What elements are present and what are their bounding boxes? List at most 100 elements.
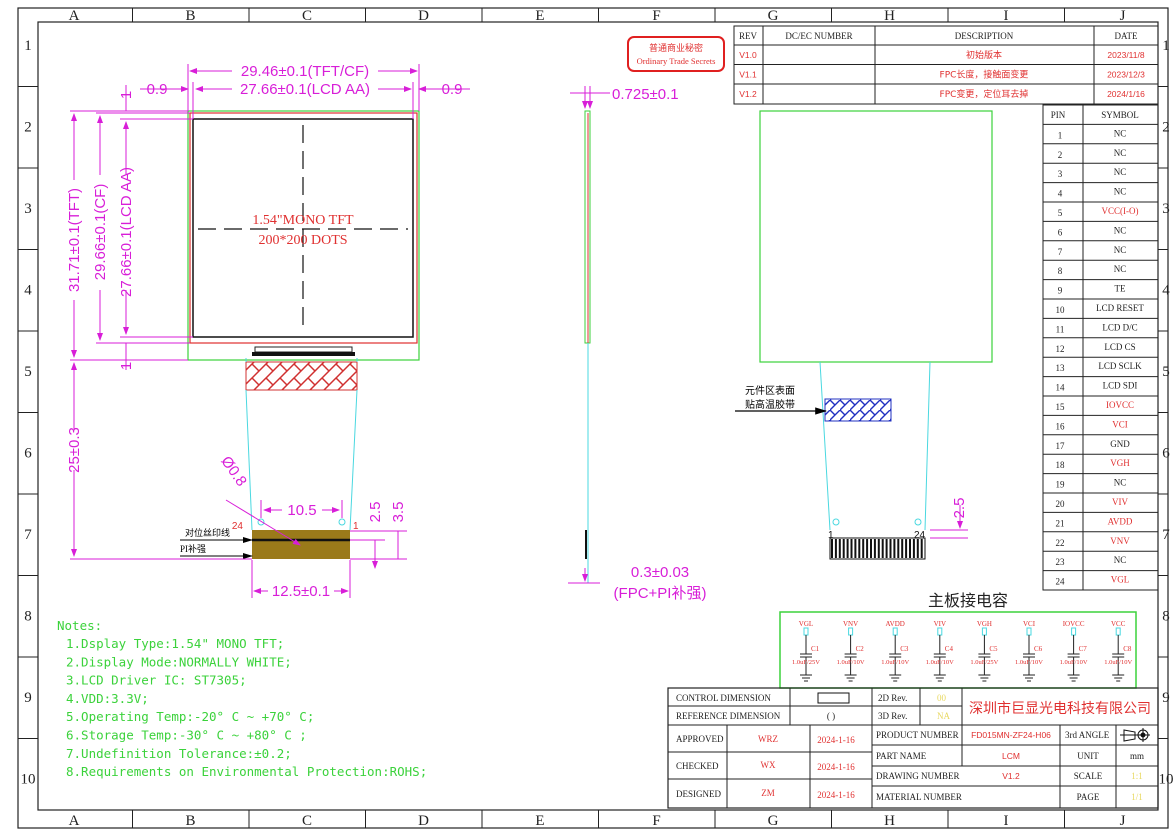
grid-row-label-left: 5 (24, 364, 32, 380)
dim-height-cf: 29.66±0.1(CF) (92, 184, 109, 281)
pin-symbol: NC (1114, 555, 1127, 565)
rev3d-label: 3D Rev. (878, 711, 907, 721)
tape-label-line1: 元件区表面 (745, 384, 795, 397)
revision-rev: V1.0 (739, 50, 757, 60)
dim-width-aa: 27.66±0.1(LCD AA) (240, 81, 370, 98)
third-angle-projection-icon (1120, 728, 1150, 742)
projection-angle-label: 3rd ANGLE (1065, 730, 1110, 740)
side-view: 0.725±0.1 0.3±0.03 (FPC+PI补强) (568, 86, 706, 602)
material-number-label: MATERIAL NUMBER (876, 792, 962, 802)
bend-area-hatch (245, 361, 358, 391)
pin-number: 18 (1056, 460, 1066, 470)
capacitor-list: VGLC11.0uF/25VVNVC21.0uF/10VAVDDC31.0uF/… (792, 620, 1132, 682)
pin-number: 19 (1056, 480, 1066, 490)
tft-outline (187, 110, 420, 361)
title-block: CONTROL DIMENSION REFERENCE DIMENSION ( … (667, 687, 1159, 809)
note-item: 3.LCD Driver IC: ST7305; (66, 673, 247, 688)
capacitor-net: VCI (1023, 620, 1036, 628)
note-item: 4.VDD:3.3V; (66, 691, 149, 706)
dim-margin-left: 0.9 (147, 81, 168, 98)
grid-column-label-bottom: E (535, 813, 544, 829)
capacitor-ref: C5 (989, 645, 998, 653)
pin-symbol: LCD RESET (1096, 303, 1144, 313)
alignment-hole-right (338, 518, 346, 526)
drawing-number-label: DRAWING NUMBER (876, 771, 960, 781)
note-item: 6.Storage Temp:-30° C ~ +80° C ; (66, 728, 307, 743)
page-label: PAGE (1077, 792, 1100, 802)
capacitor-value: 1.0uF/10V (837, 659, 865, 666)
revision-date: 2023/11/8 (1107, 50, 1144, 60)
pin-number: 3 (1058, 169, 1063, 179)
connector-bar (252, 352, 355, 356)
reference-dimension-label: REFERENCE DIMENSION (676, 711, 781, 721)
dim-width-tft: 29.46±0.1(TFT/CF) (241, 63, 369, 80)
grid-column-label-bottom: J (1120, 813, 1126, 829)
pin-symbol: NC (1114, 167, 1127, 177)
pin-1-label: 1 (353, 521, 359, 532)
checked-label: CHECKED (676, 761, 719, 771)
capacitor-value: 1.0uF/25V (792, 659, 820, 666)
pin-number: 20 (1056, 499, 1066, 509)
pin-symbol: NC (1114, 225, 1127, 235)
notes-title: Notes: (57, 618, 102, 633)
grid-row-label-left: 4 (24, 283, 32, 299)
part-name: LCM (1002, 751, 1020, 761)
grid-row-label-left: 8 (24, 609, 32, 625)
pin-number: 7 (1058, 247, 1063, 257)
high-temp-tape (824, 398, 892, 422)
revision-date: 2023/12/3 (1107, 70, 1145, 80)
pin-symbol: NC (1114, 478, 1127, 488)
approved-by: WRZ (758, 734, 778, 744)
grid-column-label-top: I (1004, 8, 1009, 24)
grid-column-label-top: F (652, 8, 660, 24)
pin-number: 23 (1056, 557, 1066, 567)
grid-column-label-bottom: C (302, 813, 312, 829)
capacitor-ref: C8 (1123, 645, 1132, 653)
revision-header: DESCRIPTION (955, 31, 1014, 41)
capacitor-net: AVDD (886, 620, 905, 628)
designed-by: ZM (761, 788, 775, 798)
revision-rev: V1.2 (739, 89, 757, 99)
pin-number: 1 (1058, 130, 1063, 140)
dim-fpc-length: 25±0.3 (66, 427, 83, 473)
notes: Notes: 1.Dsplay Type:1.54" MONO TFT;2.Di… (57, 618, 427, 779)
scale-value: 1:1 (1131, 771, 1143, 781)
note-item: 5.Operating Temp:-20° C ~ +70° C; (66, 709, 314, 724)
part-name-label: PART NAME (876, 751, 927, 761)
rev2d-value: 00 (937, 693, 947, 703)
grid-row-label-left: 6 (24, 446, 32, 462)
designed-date: 2024-1-16 (817, 790, 855, 800)
pin-symbol: NC (1114, 128, 1127, 138)
pin-24-label: 24 (232, 521, 244, 532)
rev3d-value: NA (937, 711, 950, 721)
pin-symbol: VNV (1110, 536, 1130, 546)
dim-fpc-width: 12.5±0.1 (272, 583, 330, 600)
active-area (192, 118, 414, 338)
note-item: 7.Undefinition Tolerance:±0.2; (66, 746, 292, 761)
grid-row-label-right: 5 (1162, 364, 1170, 380)
pin-symbol: IOVCC (1106, 400, 1134, 410)
capacitor-ref: C4 (945, 645, 954, 653)
pin-number: 4 (1058, 189, 1063, 199)
scale-label: SCALE (1074, 771, 1103, 781)
pin-symbol: NC (1114, 187, 1127, 197)
dim-hole-diameter: Ø0.8 (217, 453, 250, 489)
pin-number: 12 (1056, 344, 1065, 354)
grid-row-label-left: 2 (24, 120, 32, 136)
grid-row-label-right: 1 (1162, 38, 1170, 54)
grid-column-label-bottom: G (768, 813, 779, 829)
company-name: 深圳市巨显光电科技有限公司 (969, 700, 1151, 717)
control-dimension-label: CONTROL DIMENSION (676, 693, 771, 703)
dim-bottom-margin: 1 (118, 362, 135, 370)
panel-type-label: 1.54"MONO TFT (252, 213, 354, 228)
pin-symbol: VCC(I-O) (1102, 206, 1139, 216)
pin-number: 22 (1056, 538, 1065, 548)
grid-row-label-left: 1 (24, 38, 32, 54)
grid-column-label-bottom: B (185, 813, 195, 829)
grid-column-label-top: J (1120, 8, 1126, 24)
control-dimension-box (817, 692, 850, 704)
pin-number: 16 (1056, 421, 1066, 431)
